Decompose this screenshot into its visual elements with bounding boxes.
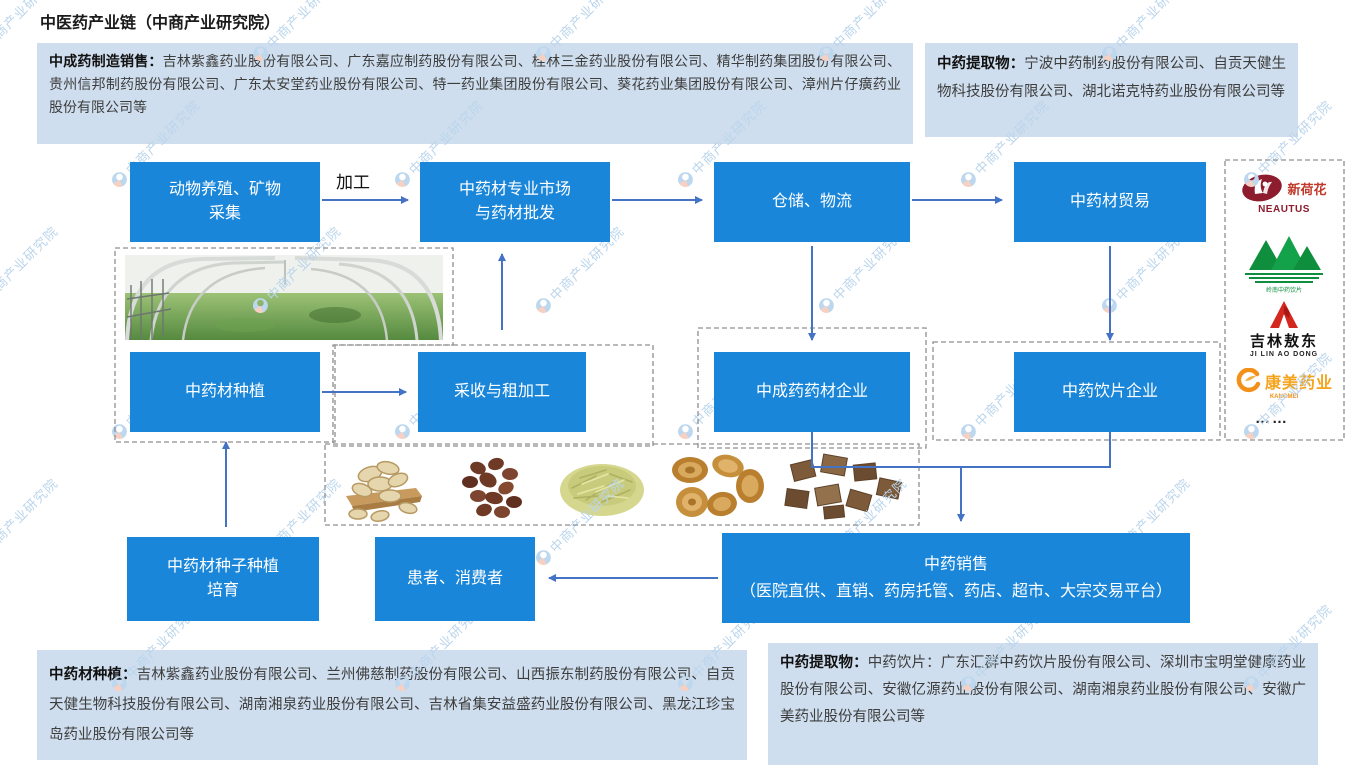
node-label: 中药销售 [923, 556, 988, 573]
watermark-logo-icon [957, 168, 980, 191]
panel-extract-makers-bottom: 中药提取物：中药饮片：广东汇群中药饮片股份有限公司、深圳市宝明堂健康药业股份有限… [768, 643, 1318, 765]
page-title: 中医药产业链（中商产业研究院） [40, 15, 281, 32]
logo-neautus: 新荷花 NEAUTUS [1228, 172, 1340, 215]
node-herb-market-wholesale: 中药材专业市场 与药材批发 [420, 162, 610, 242]
aodong-name-cn: 吉林敖东 [1249, 333, 1318, 350]
watermark-logo-icon [108, 420, 131, 443]
node-harvest-processing: 采收与租加工 [418, 352, 586, 432]
watermark-logo-icon [957, 420, 980, 443]
panel-text: 宁波中药制药股份有限公司、自贡天健生物科技股份有限公司、湖北诺克特药业股份有限公… [937, 56, 1287, 100]
node-label: 中药材贸易 [1069, 193, 1150, 210]
processing-arrow-label: 加工 [336, 173, 370, 192]
node-patent-medicine-enterprise: 中成药药材企业 [714, 352, 910, 432]
neautus-name-en: NEAUTUS [1258, 204, 1310, 215]
more-companies-ellipsis: …… [1255, 410, 1289, 427]
watermark: 中商产业研究院 [0, 473, 62, 569]
panel-label: 中药材种植： [49, 667, 137, 683]
panel-label: 中药提取物： [780, 655, 868, 671]
greenhouse-photo [125, 255, 443, 340]
kangmei-name-en: KANGMEI [1269, 394, 1299, 400]
watermark-logo-icon [674, 168, 697, 191]
logo-kangmei: 康美药业 KANGMEI [1222, 368, 1346, 400]
panel-herb-planting-companies: 中药材种植：吉林紫鑫药业股份有限公司、兰州佛慈制药股份有限公司、山西振东制药股份… [37, 650, 747, 760]
watermark-logo-icon [532, 546, 555, 569]
panel-text: 吉林紫鑫药业股份有限公司、广东嘉应制药股份有限公司、桂林三金药业股份有限公司、精… [49, 53, 902, 115]
node-label: 采集 [208, 205, 241, 222]
node-storage-logistics: 仓储、物流 [714, 162, 910, 242]
watermark-logo-icon [391, 168, 414, 191]
node-label: 中成药药材企业 [755, 383, 868, 400]
node-medicine-sales: 中药销售 （医院直供、直销、药房托管、药店、超市、大宗交易平台） [722, 533, 1190, 623]
watermark: 中商产业研究院 [0, 221, 62, 317]
aodong-name-en: JI LIN AO DONG [1249, 351, 1319, 358]
logo-jilin-aodong: 吉林敖东 JI LIN AO DONG [1232, 300, 1336, 358]
node-animal-mineral: 动物养殖、矿物 采集 [130, 162, 320, 242]
watermark-text: 中商产业研究院 [0, 475, 61, 556]
node-label: 中药材种植 [184, 383, 265, 400]
herb-photo-bark-pieces [784, 453, 903, 520]
panel-extract-makers-top: 中药提取物：宁波中药制药股份有限公司、自贡天健生物科技股份有限公司、湖北诺克特药… [925, 43, 1298, 137]
node-label: 中药饮片企业 [1061, 383, 1158, 400]
panel-text: 中药饮片：广东汇群中药饮片股份有限公司、深圳市宝明堂健康药业股份有限公司、安徽亿… [780, 655, 1306, 725]
herb-photo-honeysuckle [560, 464, 644, 516]
aodong-a-icon [1270, 301, 1298, 328]
node-label: （医院直供、直销、药房托管、药店、超市、大宗交易平台） [739, 583, 1172, 600]
watermark-text: 中商产业研究院 [0, 223, 61, 304]
node-label: 患者、消费者 [406, 570, 503, 587]
node-label: 培育 [206, 582, 239, 599]
watermark-logo-icon [1098, 294, 1121, 317]
node-patients-consumers: 患者、消费者 [375, 537, 535, 621]
neautus-flower-icon [1242, 174, 1283, 202]
node-label: 动物养殖、矿物 [168, 181, 281, 198]
kangmei-name-cn: 康美药业 [1264, 375, 1333, 392]
logo-lingnan: 岭南中药饮片 [1232, 232, 1336, 294]
herb-photo-root-slices [672, 454, 764, 517]
watermark-logo-icon [815, 294, 838, 317]
node-seed-cultivation: 中药材种子种植 培育 [127, 537, 319, 621]
node-label: 采收与租加工 [453, 383, 550, 400]
watermark-logo-icon [674, 420, 697, 443]
node-label: 中药材专业市场 [458, 181, 571, 198]
node-herb-trade: 中药材贸易 [1014, 162, 1206, 242]
node-decoction-pieces-enterprise: 中药饮片企业 [1014, 352, 1206, 432]
watermark-logo-icon [532, 294, 555, 317]
lingnan-caption: 岭南中药饮片 [1265, 288, 1302, 294]
kangmei-swoosh-icon [1236, 368, 1261, 393]
panel-text: 吉林紫鑫药业股份有限公司、兰州佛慈制药股份有限公司、山西振东制药股份有限公司、自… [49, 667, 736, 743]
herb-photo-seeds [462, 457, 522, 518]
node-label: 与药材批发 [474, 205, 555, 222]
mountains-icon [1245, 236, 1323, 283]
node-label: 中药材种子种植 [166, 558, 279, 575]
panel-label: 中成药制造销售： [49, 53, 163, 69]
node-label: 仓储、物流 [771, 193, 852, 210]
panel-label: 中药提取物： [937, 56, 1025, 72]
herb-photo-licorice-tray [346, 460, 422, 522]
neautus-name-cn: 新荷花 [1287, 181, 1327, 197]
watermark-logo-icon [391, 420, 414, 443]
node-herb-planting: 中药材种植 [130, 352, 320, 432]
panel-patent-medicine-makers: 中成药制造销售：吉林紫鑫药业股份有限公司、广东嘉应制药股份有限公司、桂林三金药业… [37, 43, 913, 144]
watermark-logo-icon [108, 168, 131, 191]
